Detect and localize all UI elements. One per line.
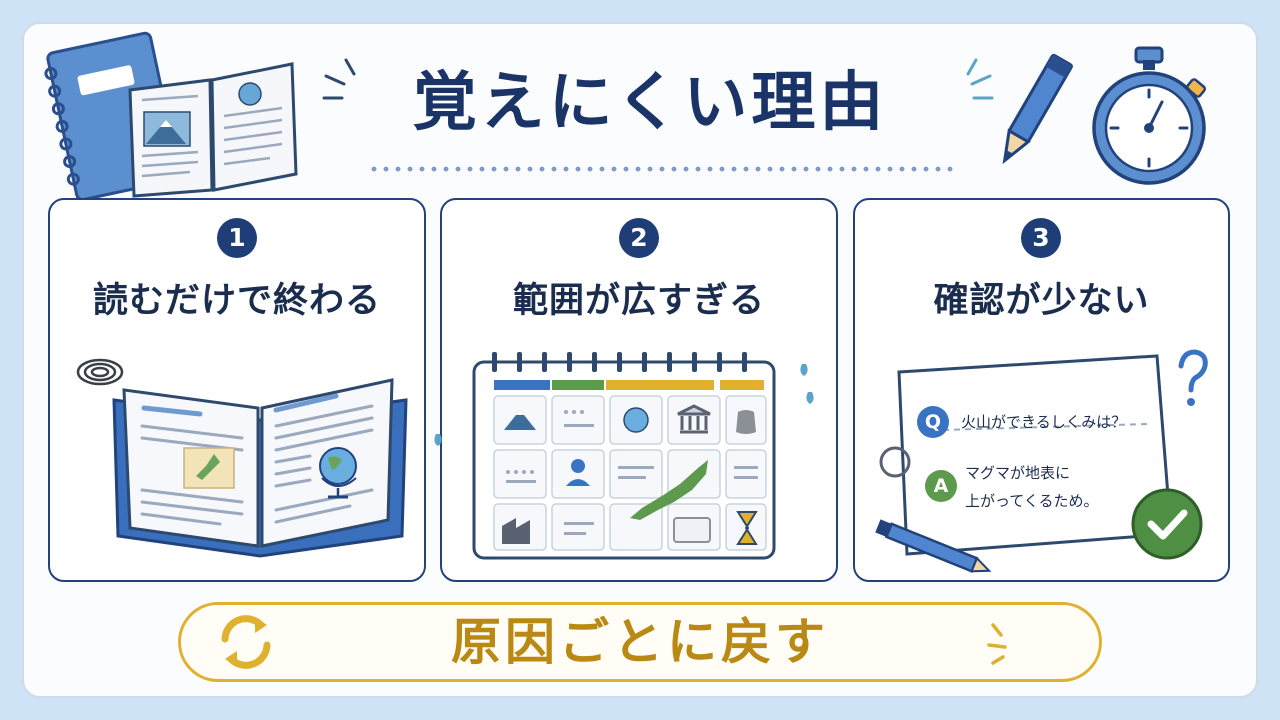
card-number-badge: 2 <box>619 218 659 258</box>
page-title: 覚えにくい理由 <box>412 66 888 140</box>
title-sparks-left <box>322 58 356 100</box>
bottom-banner: 原因ごとに戻す <box>178 602 1102 682</box>
quiz-answer-line2: 上がってくるため。 <box>965 492 1099 510</box>
question-badge: Q <box>917 406 949 438</box>
open-book-icon <box>128 62 298 198</box>
pencil-icon <box>875 519 992 573</box>
quiz-answer-line1: マグマが地表に <box>965 464 1071 482</box>
flashcard-icon <box>875 354 1173 573</box>
title-sparks-right <box>966 58 994 100</box>
pencil-icon <box>1002 53 1073 165</box>
reason-card-2: 2 範囲が広すぎる <box>434 198 838 582</box>
answer-badge: A <box>925 470 957 502</box>
globe-icon <box>319 447 357 499</box>
reason-card-3: 3 確認が少ない Q 火山ができるしくみは？ A マグマが地表に 上がってくるた… <box>853 198 1230 582</box>
quiz-question: 火山ができるしくみは？ <box>961 413 1127 431</box>
calendar-icon <box>434 352 814 560</box>
stopwatch-icon <box>1092 46 1207 185</box>
check-icon <box>1131 488 1203 560</box>
card-title: 読むだけで終わる <box>92 281 381 321</box>
question-mark-icon <box>1178 349 1208 406</box>
scribble-icon <box>76 358 124 386</box>
card-title: 確認が少ない <box>933 281 1150 321</box>
card-number-badge: 1 <box>217 218 257 258</box>
card-title: 範囲が広すぎる <box>512 281 765 321</box>
refresh-icon <box>221 615 271 669</box>
card-number-badge: 3 <box>1021 218 1061 258</box>
title-divider <box>368 166 958 172</box>
open-book-icon <box>112 378 408 558</box>
bottom-sparks <box>987 623 1007 665</box>
reason-card-1: 1 読むだけで終わる <box>48 198 426 582</box>
bottom-label: 原因ごとに戻す <box>451 613 829 671</box>
